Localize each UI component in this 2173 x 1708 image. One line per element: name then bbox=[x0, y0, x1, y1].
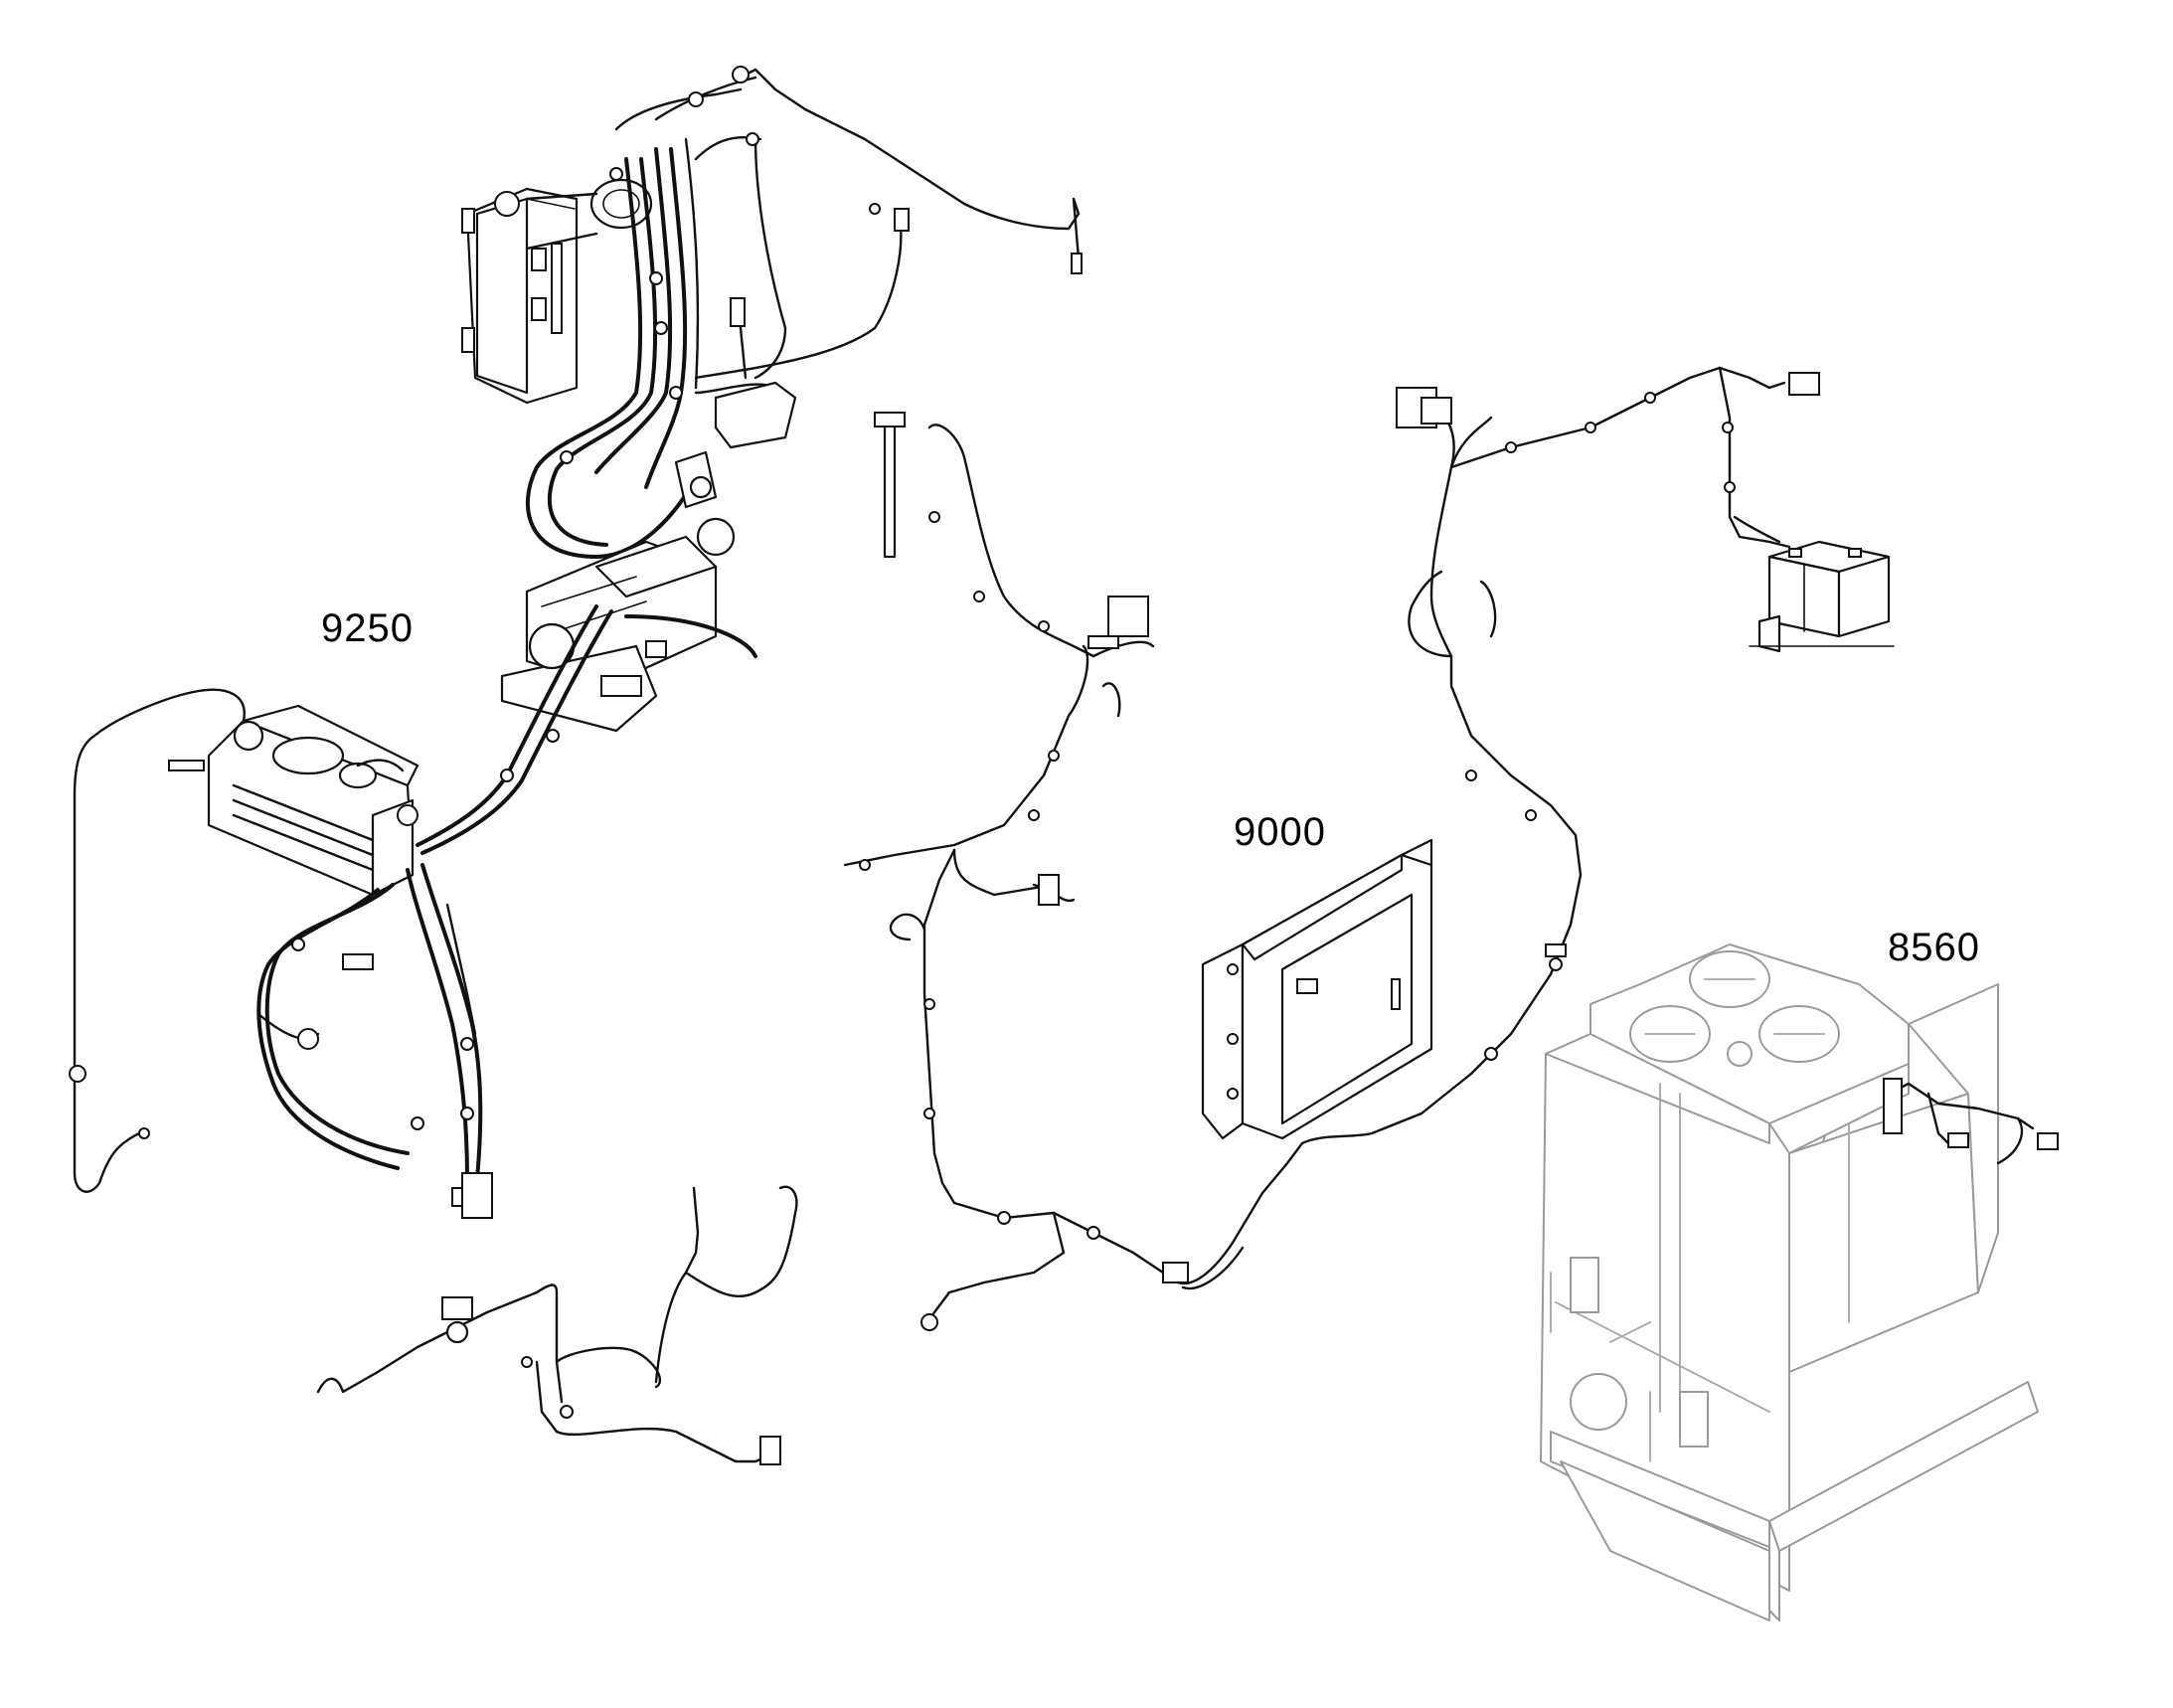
battery-harness bbox=[1396, 366, 1820, 658]
assembly-8560 bbox=[1540, 943, 2059, 1622]
control-box-9000 bbox=[1201, 838, 1433, 1140]
bundle-to-heater bbox=[416, 604, 757, 855]
harness-to-control-box bbox=[1176, 654, 1583, 1290]
left-loop-wire bbox=[69, 688, 246, 1193]
central-harness-network bbox=[843, 424, 1189, 1331]
callout-9250: 9250 bbox=[321, 606, 414, 650]
heater-unit bbox=[168, 704, 419, 897]
rod-sensor bbox=[874, 412, 906, 559]
lower-branches bbox=[256, 863, 493, 1219]
upper-control-box bbox=[461, 187, 579, 405]
central-relay-box bbox=[674, 381, 797, 557]
lower-housing bbox=[500, 535, 718, 733]
callout-8560: 8560 bbox=[1888, 926, 1980, 969]
callout-9000: 9000 bbox=[1234, 810, 1326, 854]
main-harness-bundle bbox=[525, 66, 1083, 559]
bottom-harness bbox=[316, 1185, 798, 1465]
cylinder-component bbox=[525, 178, 653, 251]
battery-pack bbox=[1749, 540, 1895, 653]
assembly-9250 bbox=[69, 66, 1083, 1465]
assembly-9000 bbox=[843, 366, 1895, 1331]
